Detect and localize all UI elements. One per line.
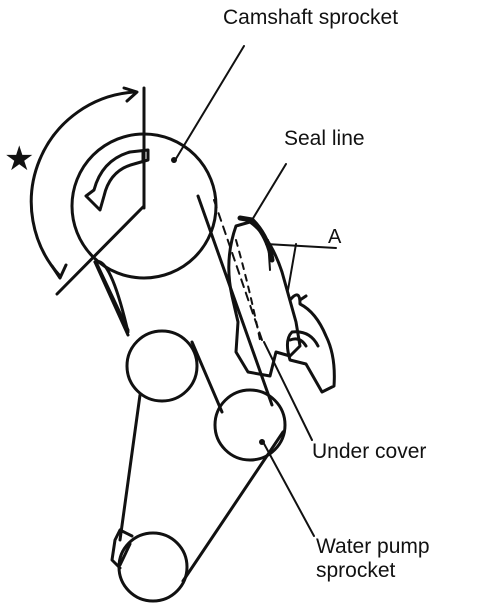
camshaft-mark [171, 157, 177, 163]
leader-under-cover [263, 341, 313, 441]
timing-belt [93, 194, 285, 583]
leader-camshaft [173, 45, 245, 163]
water-pump-mark [259, 439, 265, 445]
rotation-arrow [84, 148, 150, 212]
under-cover-dashed-edge [213, 199, 263, 341]
dimension-a-line [265, 243, 337, 249]
water-pump-sprocket-label: Water pump sprocket [316, 535, 430, 583]
angle-arrowhead-bottom [50, 263, 68, 280]
water-pump-label-line2: sprocket [316, 559, 396, 583]
dimension-a-ext2 [287, 243, 297, 291]
hand-finger [288, 337, 308, 348]
leader-seal-line [251, 163, 287, 221]
dimension-a-label: A [328, 226, 342, 248]
seal-line-label: Seal line [284, 127, 365, 150]
idler-pulley [125, 329, 199, 403]
hand [285, 293, 336, 394]
water-pump-label-line1: Water pump [316, 535, 430, 558]
star-symbol: ★ [4, 139, 35, 179]
leader-water-pump [261, 439, 315, 537]
angle-arc [29, 90, 138, 278]
belt-outer-left [94, 260, 130, 332]
under-cover-inner-dash [235, 239, 261, 341]
timing-belt-left-run [93, 259, 134, 570]
water-pump-sprocket [213, 388, 287, 462]
camshaft-sprocket-label: Camshaft sprocket [223, 6, 399, 29]
dimension-a-ext1 [267, 239, 271, 271]
under-cover-label: Under cover [312, 440, 427, 463]
belt-left-lower [118, 393, 142, 542]
angle-arrowhead-top [122, 86, 139, 103]
reference-line-diagonal [55, 204, 146, 296]
